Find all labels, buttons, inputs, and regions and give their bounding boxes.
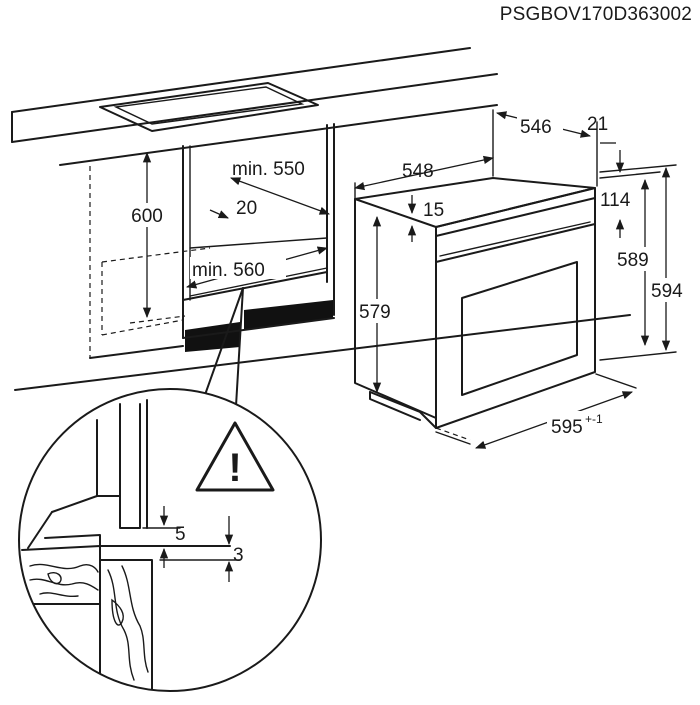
- dim-114: 114: [600, 190, 631, 211]
- oven-dimensions: 548 546 21 15 114 579 589 594: [353, 109, 694, 449]
- dim-546: 546: [520, 117, 552, 138]
- dim-5: 5: [175, 524, 186, 545]
- dim-594: 594: [651, 281, 683, 302]
- hob: [99, 82, 319, 132]
- dim-548: 548: [402, 161, 434, 182]
- cabinet-dimensions: 600 min. 550 20 min. 560: [124, 151, 330, 319]
- dim-595-tolerance: +-1: [585, 412, 603, 426]
- detail-callout: ! 5 3: [18, 287, 322, 692]
- dim-21: 21: [587, 114, 608, 135]
- dim-15: 15: [423, 200, 444, 221]
- dim-20: 20: [236, 198, 257, 219]
- wood-grain-icon: [29, 563, 149, 681]
- warning-triangle-icon: !: [195, 421, 275, 492]
- dim-600: 600: [131, 206, 163, 227]
- dim-595: 595: [551, 417, 583, 438]
- svg-text:!: !: [228, 446, 241, 490]
- document-code: PSGBOV170D363002: [500, 4, 692, 25]
- dim-min-550: min. 550: [232, 159, 305, 180]
- oven-drawing: [354, 177, 596, 441]
- detail-circle: [18, 388, 322, 692]
- cabinet-drawing: [11, 47, 631, 391]
- dim-589: 589: [617, 250, 649, 271]
- dim-579: 579: [359, 302, 391, 323]
- dim-min-560: min. 560: [192, 260, 265, 281]
- dim-3: 3: [233, 545, 244, 566]
